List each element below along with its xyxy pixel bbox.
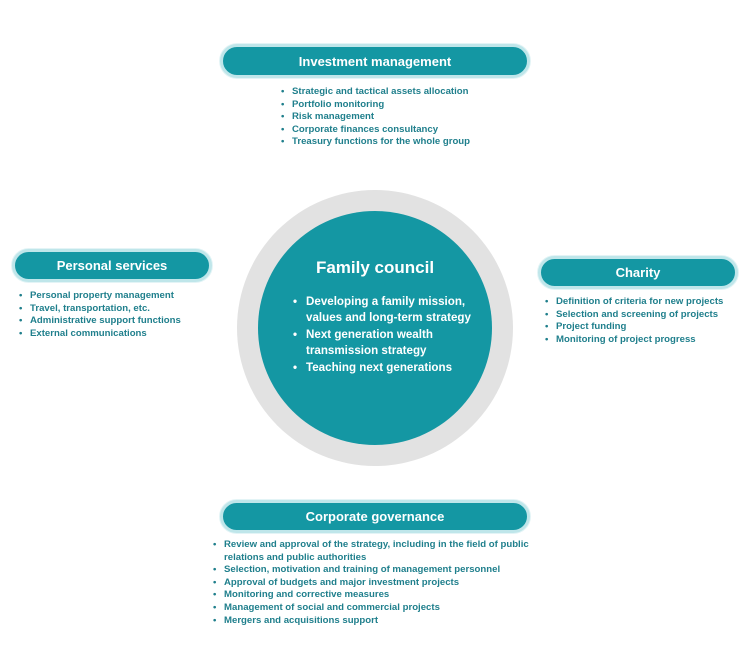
list-item: Personal property management — [19, 290, 240, 303]
list-item: Risk management — [281, 111, 552, 124]
charity-title: Charity — [615, 265, 661, 280]
charity-list: Definition of criteria for new projects … — [544, 296, 746, 346]
list-item: Next generation wealth transmission stra… — [293, 327, 486, 360]
corporate-governance-title: Corporate governance — [305, 509, 445, 524]
list-item: Corporate finances consultancy — [281, 124, 552, 137]
list-item: Approval of budgets and major investment… — [213, 577, 554, 590]
list-item: Review and approval of the strategy, inc… — [213, 539, 554, 564]
list-item: Strategic and tactical assets allocation — [281, 86, 552, 99]
list-item: External communications — [19, 328, 240, 341]
list-item: Portfolio monitoring — [281, 99, 552, 112]
list-item: Project funding — [545, 321, 746, 334]
list-item: Teaching next generations — [293, 360, 486, 377]
personal-services-list: Personal property management Travel, tra… — [18, 290, 240, 340]
personal-services-title: Personal services — [56, 258, 168, 273]
personal-services-header: Personal services — [12, 249, 212, 282]
list-item: Monitoring of project progress — [545, 334, 746, 347]
list-item: Treasury functions for the whole group — [281, 136, 552, 149]
investment-management-title: Investment management — [298, 53, 452, 69]
list-item: Mergers and acquisitions support — [213, 615, 554, 628]
corporate-governance-header: Corporate governance — [220, 500, 530, 533]
family-council-list: Developing a family mission, values and … — [292, 294, 486, 376]
list-item: Developing a family mission, values and … — [293, 294, 486, 327]
list-item: Administrative support functions — [19, 315, 240, 328]
family-council-title: Family council — [315, 258, 435, 277]
list-item: Selection, motivation and training of ma… — [213, 564, 554, 577]
list-item: Management of social and commercial proj… — [213, 602, 554, 615]
charity-header: Charity — [538, 256, 738, 289]
corporate-governance-list: Review and approval of the strategy, inc… — [212, 539, 554, 627]
list-item: Definition of criteria for new projects — [545, 296, 746, 309]
investment-management-list: Strategic and tactical assets allocation… — [280, 86, 552, 149]
investment-management-header: Investment management — [220, 44, 530, 78]
list-item: Monitoring and corrective measures — [213, 589, 554, 602]
list-item: Selection and screening of projects — [545, 309, 746, 322]
list-item: Travel, transportation, etc. — [19, 303, 240, 316]
